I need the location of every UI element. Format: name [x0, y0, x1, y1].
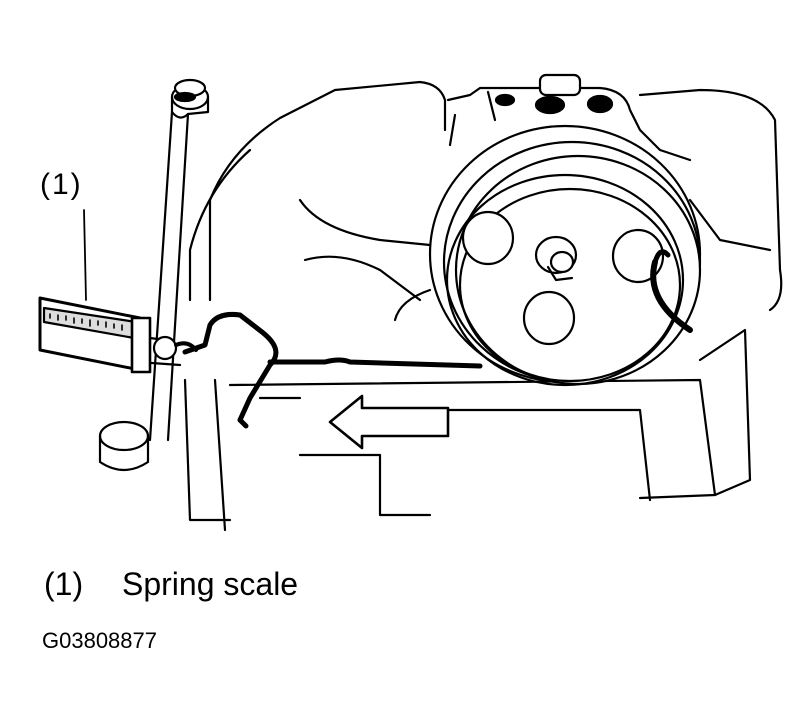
- mounting-rod: [100, 80, 208, 470]
- callout-label: (1): [40, 168, 83, 201]
- engine-block: [90, 82, 781, 530]
- legend-text: Spring scale: [122, 566, 299, 602]
- wire-hook: [185, 314, 276, 426]
- callout-leader-line: [84, 210, 86, 300]
- measurement-cord: [270, 360, 480, 366]
- pump-body: [448, 75, 690, 160]
- pulley: [430, 126, 700, 385]
- pull-direction-arrow: [330, 396, 448, 448]
- spring-scale: [40, 298, 196, 372]
- belt-hook: [653, 252, 690, 330]
- technical-illustration: [0, 0, 810, 560]
- legend-item: (1) Spring scale: [44, 566, 298, 603]
- figure-id: G03808877: [42, 628, 157, 653]
- legend-number: (1): [44, 566, 84, 602]
